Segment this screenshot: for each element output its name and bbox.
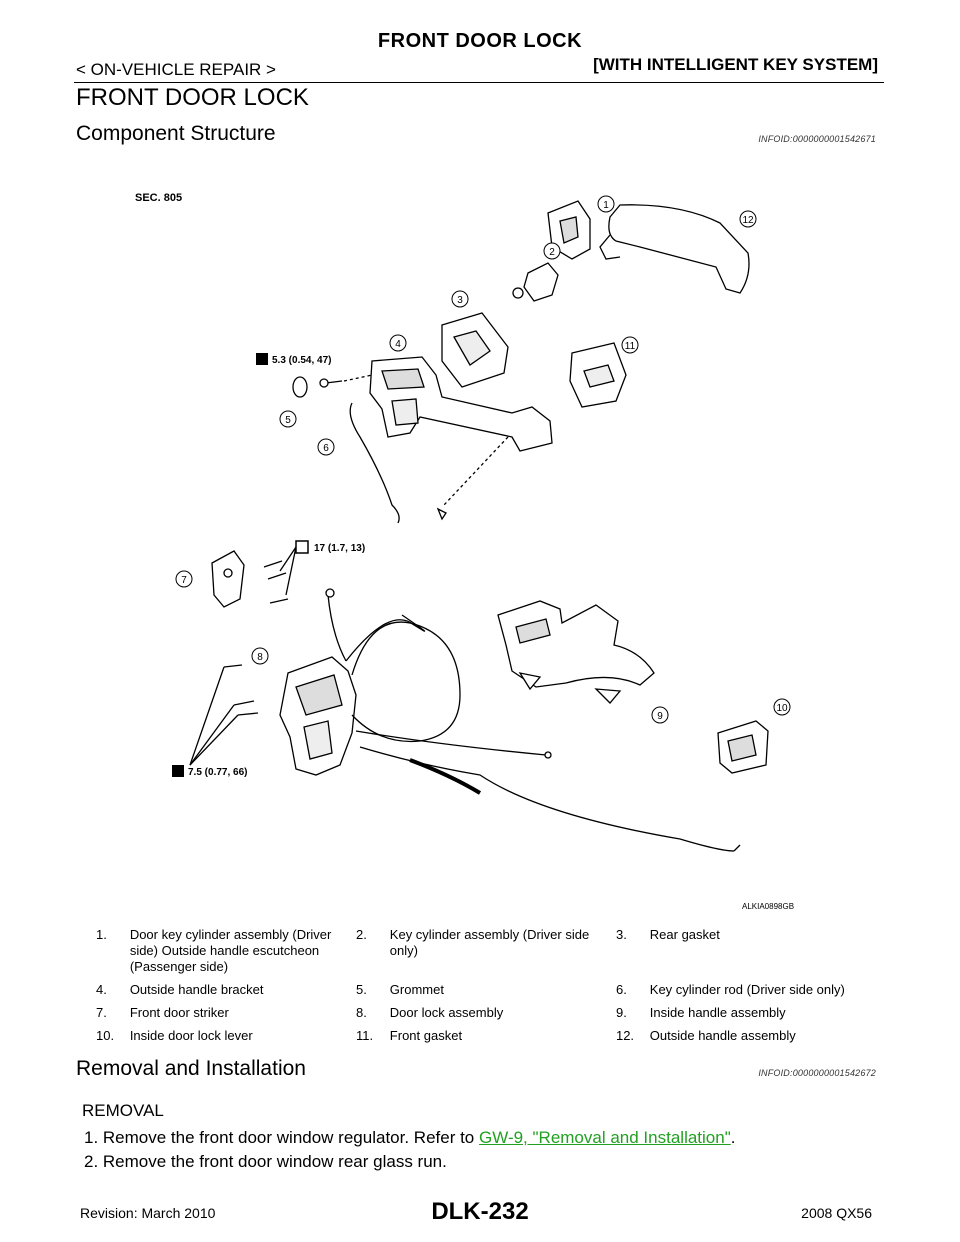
torque-icon (172, 765, 184, 777)
removal-label: REMOVAL (82, 1101, 164, 1120)
header-title: FRONT DOOR LOCK (377, 30, 583, 52)
footer-model: 2008 QX56 (801, 1205, 872, 1221)
legend-text: Grommet (389, 982, 444, 997)
torque-label-1: 5.3 (0.54, 47) (272, 355, 331, 366)
callout-10: 10 (773, 698, 791, 716)
callout-3: 3 (451, 290, 469, 308)
legend-text: Front gasket (389, 1028, 463, 1043)
torque-icon (295, 540, 309, 554)
gw-9-removal-installation-link[interactable]: GW-9, "Removal and Installation" (478, 1128, 731, 1147)
svg-text:7: 7 (181, 575, 187, 586)
legend-num: 4. (96, 982, 107, 997)
step-1: 1. Remove the front door window regulato… (84, 1128, 735, 1148)
part-6-key-cylinder-rod (349, 402, 400, 524)
svg-text:5: 5 (285, 415, 291, 426)
callout-11: 11 (621, 336, 639, 354)
step-2: 2. Remove the front door window rear gla… (84, 1152, 447, 1172)
legend-num: 10. (96, 1028, 115, 1043)
legend-text: Inside handle assembly (649, 1005, 786, 1020)
legend-text: Door lock assembly (389, 1005, 504, 1020)
callout-5: 5 (279, 410, 297, 428)
callout-1: 1 (597, 195, 615, 213)
svg-text:9: 9 (657, 711, 663, 722)
step-2-text: 2. Remove the front door window rear gla… (84, 1152, 447, 1171)
legend-text: Inside door lock lever (129, 1028, 253, 1043)
legend-text: Front door striker (129, 1005, 229, 1020)
svg-text:2: 2 (549, 247, 555, 258)
image-code: ALKIA0898GB (742, 902, 794, 911)
legend-table: 1. Door key cylinder assembly (Driver si… (96, 925, 876, 1049)
step-1-text: 1. Remove the front door window regulato… (84, 1128, 479, 1147)
legend-text: Outside handle bracket (129, 982, 264, 997)
legend-text: Door key cylinder assembly (Driver side)… (129, 927, 332, 974)
legend-num: 6. (615, 982, 627, 997)
legend-num: 3. (615, 927, 627, 942)
legend-row: 4. Outside handle bracket 5. Grommet 6. … (96, 980, 876, 1003)
legend-num: 7. (96, 1005, 107, 1020)
legend-text: Key cylinder assembly (Driver side only) (389, 927, 590, 958)
removal-installation-heading: Removal and Installation (76, 1057, 306, 1080)
legend-num: 8. (355, 1005, 367, 1020)
legend-row: 7. Front door striker 8. Door lock assem… (96, 1003, 876, 1026)
callout-9: 9 (651, 706, 669, 724)
footer-revision: Revision: March 2010 (80, 1205, 216, 1221)
page-title: FRONT DOOR LOCK (76, 84, 309, 111)
callout-2: 2 (543, 242, 561, 260)
removal-installation-infoid: INFOID:0000000001542672 (758, 1068, 876, 1078)
part-12-outside-handle (608, 204, 750, 294)
svg-text:12: 12 (742, 215, 754, 226)
header-divider (74, 82, 884, 83)
callout-6: 6 (317, 438, 335, 456)
part-2-key-cylinder (523, 262, 559, 302)
part-5-grommet (292, 376, 308, 398)
legend-num: 9. (615, 1005, 627, 1020)
header-variant: [WITH INTELLIGENT KEY SYSTEM] (593, 55, 878, 74)
svg-text:11: 11 (625, 341, 636, 352)
callout-7: 7 (175, 570, 193, 588)
legend-num: 1. (96, 927, 107, 942)
svg-text:8: 8 (257, 652, 263, 663)
legend-row: 1. Door key cylinder assembly (Driver si… (96, 925, 876, 980)
svg-text:6: 6 (323, 443, 329, 454)
legend-text: Key cylinder rod (Driver side only) (649, 982, 845, 997)
legend-num: 12. (615, 1028, 635, 1043)
legend-num: 5. (355, 982, 367, 997)
torque-label-2: 17 (1.7, 13) (314, 543, 365, 554)
torque-label-3: 7.5 (0.77, 66) (188, 767, 247, 778)
callout-12: 12 (739, 210, 757, 228)
svg-text:1: 1 (603, 200, 609, 211)
torque-icon (256, 353, 268, 365)
callout-4: 4 (389, 334, 407, 352)
component-diagram: SEC. 805 (135, 192, 794, 911)
sec-label: SEC. 805 (135, 192, 182, 204)
component-structure-heading: Component Structure (76, 122, 276, 145)
legend-num: 2. (355, 927, 367, 942)
legend-text: Rear gasket (649, 927, 720, 942)
svg-text:10: 10 (776, 703, 788, 714)
svg-text:3: 3 (457, 295, 463, 306)
header-section: < ON-VEHICLE REPAIR > (76, 60, 276, 79)
footer-page-number: DLK-232 (431, 1198, 529, 1225)
callout-8: 8 (251, 647, 269, 665)
svg-text:4: 4 (395, 339, 401, 350)
component-structure-infoid: INFOID:0000000001542671 (758, 134, 876, 144)
legend-num: 11. (355, 1028, 374, 1043)
legend-row: 10. Inside door lock lever 11. Front gas… (96, 1026, 876, 1049)
part-7-front-door-striker (211, 550, 245, 608)
step-1-suffix: . (730, 1128, 736, 1147)
legend-text: Outside handle assembly (649, 1028, 796, 1043)
